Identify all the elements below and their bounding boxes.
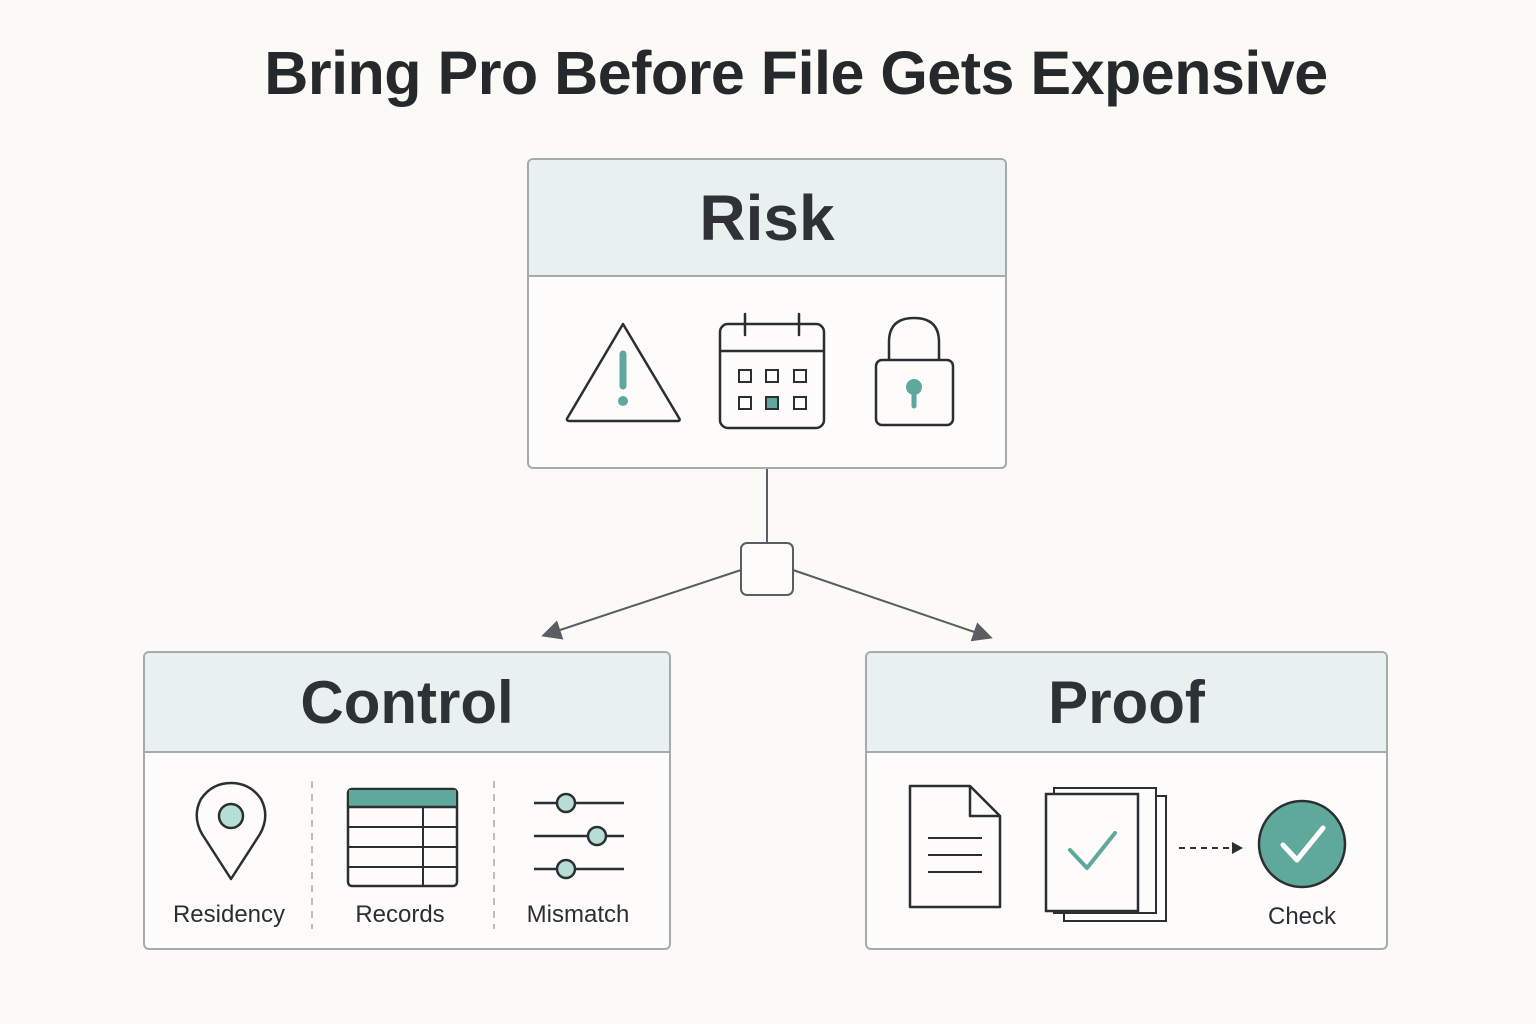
dashed-arrow-icon [1179,842,1243,854]
risk-icons [565,312,955,430]
calendar-icon [718,312,826,430]
control-title: Control [145,653,669,753]
check-circle-icon [1257,799,1347,889]
page-title: Bring Pro Before File Gets Expensive [264,39,1328,107]
residency-label: Residency [172,901,286,928]
arrow-to-proof [792,569,993,642]
risk-title: Risk [529,160,1005,277]
proof-title: Proof [867,653,1386,753]
document-icon [908,784,1002,909]
control-icons [195,781,624,929]
spreadsheet-icon [346,787,459,888]
location-pin-icon [195,781,267,881]
arrow-to-control [541,569,742,640]
lock-icon [874,316,955,427]
mismatch-label: Mismatch [526,901,630,928]
control-box: Control [143,651,671,950]
check-label: Check [1267,903,1337,930]
proof-icons [908,784,1347,922]
warning-icon [565,322,681,423]
risk-box: Risk [527,158,1007,469]
proof-box: Proof Che [865,651,1388,950]
checked-documents-icon [1044,787,1167,922]
sliders-icon [534,792,624,880]
records-label: Records [355,901,445,928]
junction-node [740,542,794,596]
